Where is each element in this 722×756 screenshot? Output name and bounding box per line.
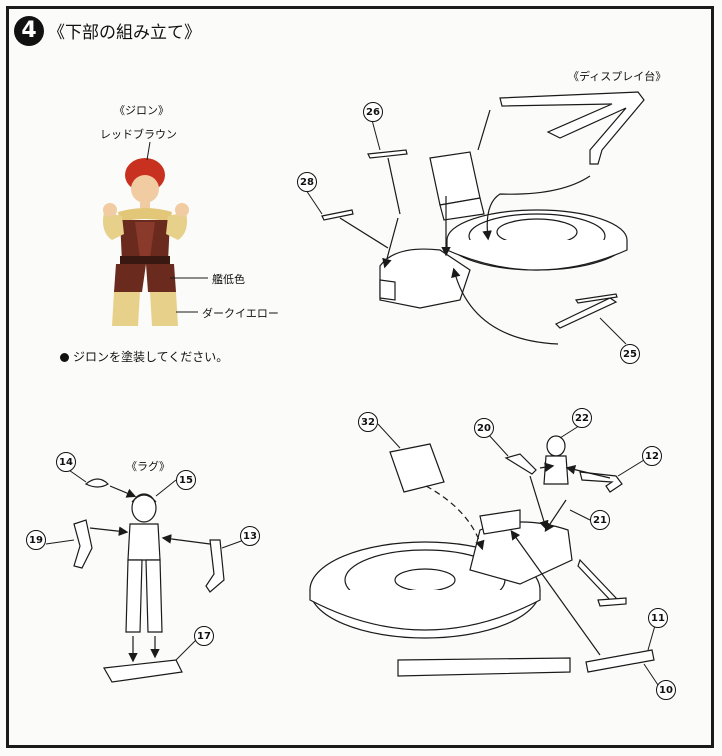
part-number-callout: 17 <box>194 626 214 646</box>
part-number-callout: 26 <box>363 102 383 122</box>
display-stand-drawing <box>321 91 645 345</box>
color-label-red-brown: レッドブラウン <box>100 128 177 141</box>
part-number-callout: 28 <box>297 172 317 192</box>
part-number-callout: 15 <box>176 470 196 490</box>
part-number-callout: 21 <box>590 510 610 530</box>
part-number-callout: 10 <box>656 680 676 700</box>
part-number-callout: 20 <box>474 418 494 438</box>
step-title: 《下部の組み立て》 <box>48 23 201 43</box>
part-number-callout: 19 <box>26 530 46 550</box>
part-number-callout: 32 <box>358 412 378 432</box>
final-assembly-drawing <box>309 435 655 677</box>
page-frame <box>6 6 714 748</box>
part-number-callout: 13 <box>240 526 260 546</box>
step-number-badge: 4 <box>14 16 44 46</box>
jiron-figure-photo <box>103 141 208 326</box>
part-number-callout: 14 <box>56 452 76 472</box>
rag-caption: 《ラグ》 <box>126 460 170 473</box>
part-number-callout: 22 <box>572 408 592 428</box>
part-number-callout: 25 <box>620 344 640 364</box>
paint-note: ジロンを塗装してください。 <box>60 348 228 365</box>
paint-note-text: ジロンを塗装してください。 <box>73 350 229 364</box>
part-number-callout: 12 <box>642 446 662 466</box>
jiron-caption: 《ジロン》 <box>114 104 169 117</box>
bullet-dot <box>60 353 69 362</box>
rag-figure-drawing <box>73 478 225 683</box>
color-label-hull-base: 艦低色 <box>212 273 245 286</box>
display-stand-caption: 《ディスプレイ台》 <box>568 70 667 83</box>
color-label-dark-yellow: ダークイエロー <box>202 307 279 320</box>
part-number-callout: 11 <box>648 608 668 628</box>
